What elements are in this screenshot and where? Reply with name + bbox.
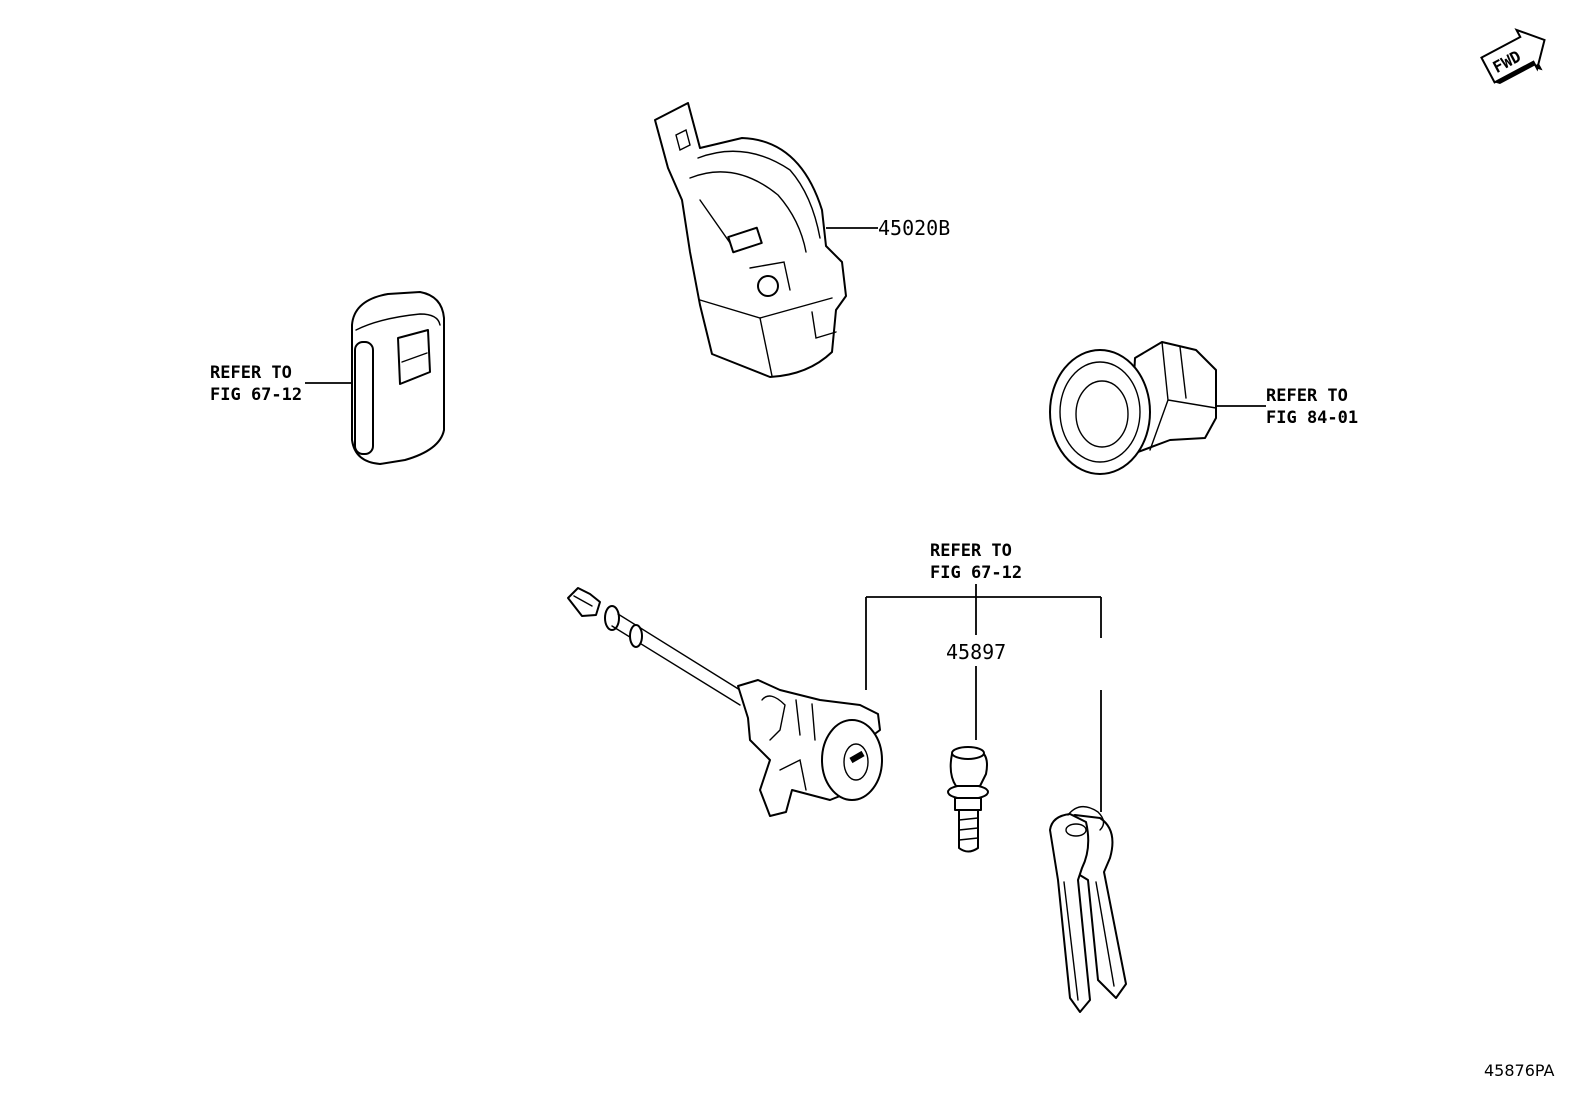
cylinder-ref-line1: REFER TO <box>1266 386 1348 406</box>
diagram-code: 45876PA <box>1484 1061 1555 1080</box>
cylinder-ref-line2: FIG 84-01 <box>1266 408 1358 428</box>
key-ref-line2: FIG 67-12 <box>930 563 1022 583</box>
remote-ref-line1: REFER TO <box>210 363 292 383</box>
key-fob <box>351 291 445 465</box>
screw-part-number: 45897 <box>946 640 1006 664</box>
switch-part-number: 45020B <box>878 216 950 240</box>
key-set <box>1049 806 1127 1013</box>
screw <box>947 746 989 853</box>
ignition-switch-housing <box>654 102 847 378</box>
door-lock-cylinder <box>567 587 883 817</box>
key-ref-bracket <box>865 584 1102 812</box>
fwd-arrow-icon: FWD <box>1480 28 1546 85</box>
lock-cylinder-ring <box>1049 341 1217 475</box>
key-ref-line1: REFER TO <box>930 541 1012 561</box>
remote-ref-line2: FIG 67-12 <box>210 385 302 405</box>
